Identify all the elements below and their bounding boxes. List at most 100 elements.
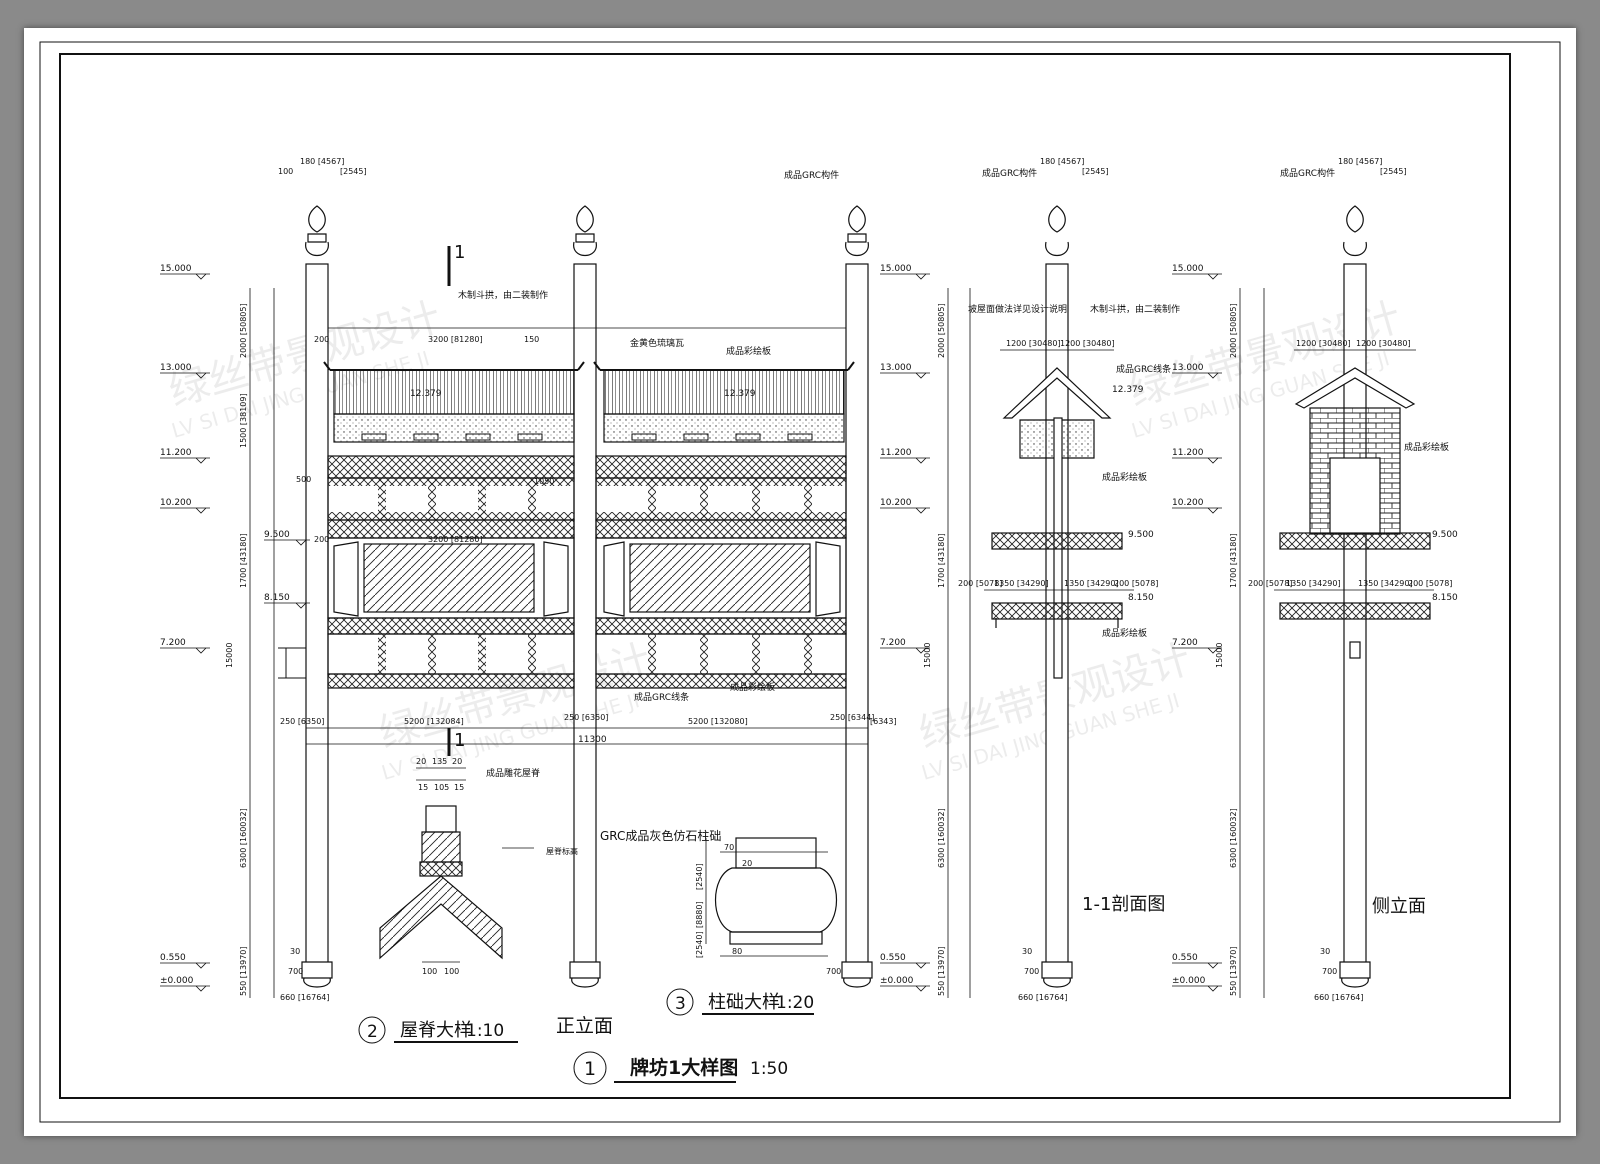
section-mark-top: 1 [454,242,465,263]
dim-total-height: 15000 [1215,643,1224,668]
dim-1700: 1700 [43180] [239,533,248,588]
roof-elevation: 12.379 [410,389,442,399]
dim-ridge: 135 [432,757,447,766]
inner-frame [59,53,1511,1099]
label-column-base: GRC成品灰色仿石柱础 [600,828,721,843]
label-grc-part: 成品GRC构件 [982,167,1037,179]
elevation-marks-front [160,273,310,992]
dim-base: 700 [1322,967,1337,976]
elev-0550: 0.550 [160,953,186,963]
label-painted-panel: 成品彩绘板 [1102,627,1147,639]
elev-9500: 9.500 [1128,530,1154,540]
dim-base-detail: 70 [724,843,734,852]
dim-base-detail: 80 [732,947,742,956]
dim-top: 180 [4567] [1338,157,1382,166]
label-grc-line: 成品GRC线条 [1116,363,1171,375]
elev-15000: 15.000 [1172,264,1204,274]
dim-base: 700 [826,967,841,976]
dim-2000: 2000 [50805] [239,303,248,358]
dim-beam: 1050 [534,477,554,486]
dim-section: 200 [5078] [958,579,1002,588]
dim-base-detail: [8880] [695,901,704,928]
dim-250: 250 [6350] [280,717,324,726]
dim-beam: 3200 [81280] [428,535,483,544]
dim-ridge: 100 [444,967,459,976]
elev-11200: 11.200 [160,448,192,458]
roof-elevation: 12.379 [1112,385,1144,395]
elev-7200: 7.200 [880,638,906,648]
dim-top: [2545] [1380,167,1407,176]
label-grc-line: 成品GRC线条 [634,691,689,703]
dim-beam: 500 [296,475,311,484]
label-painted-panel: 成品彩绘板 [1102,471,1147,483]
elev-8150: 8.150 [264,593,290,603]
elev-10200: 10.200 [880,498,912,508]
dim-6300: 6300 [160032] [937,808,946,868]
dim-550: 550 [13970] [937,946,946,996]
label-ridge-marker: 屋脊标高 [546,846,578,856]
dim-1700: 1700 [43180] [1229,533,1238,588]
dim-section: 200 [5078] [1114,579,1158,588]
dim-total-width: 11300 [578,735,607,745]
dim-section: 1350 [34290] [1064,579,1119,588]
dim-1500: 1500 [38109] [239,393,248,448]
dim-base: 700 [1024,967,1039,976]
dim-6300: 6300 [160032] [1229,808,1238,868]
elev-0000: ±0.000 [160,976,194,986]
dim-250-right: 250 [6344] [830,713,874,722]
dim-top: 180 [4567] [300,157,344,166]
dim-total-height: 15000 [225,643,234,668]
section-1-1 [947,205,1134,998]
dim-section: 1200 [30480] [1356,339,1411,348]
elev-11200: 11.200 [1172,448,1204,458]
elev-8150: 8.150 [1432,593,1458,603]
dim-total-height: 15000 [923,643,932,668]
ridge-detail-scale: 1:10 [466,1021,504,1041]
elev-7200: 7.200 [1172,638,1198,648]
label-roof-note: 坡屋面做法详见设计说明 [968,303,1067,315]
drawing-sheet: 绿丝带景观设计 LV SI DAI JING GUAN SHE JI 绿丝带景观… [24,28,1576,1136]
dim-section: 1350 [34290] [1286,579,1341,588]
dim-section: 1200 [30480] [1296,339,1351,348]
label-painted-panel: 成品彩绘板 [1404,441,1449,453]
dim-ridge: 20 [416,757,426,766]
dim-550: 550 [13970] [1229,946,1238,996]
title-graphics [358,988,814,1085]
label-glazed-tile: 金黄色琉璃瓦 [630,337,684,349]
dim-ridge: 20 [452,757,462,766]
view-title-section: 1-1剖面图 [1082,894,1165,915]
side-elevation [1239,205,1434,998]
view-title-side: 侧立面 [1372,896,1426,917]
dim-2000: 2000 [50805] [937,303,946,358]
dim-base: 660 [16764] [1314,993,1364,1002]
drawing-canvas: 绿丝带景观设计 LV SI DAI JING GUAN SHE JI 绿丝带景观… [39,41,1561,1123]
label-carved-ridge: 成品雕花屋脊 [486,767,540,779]
sheet-title-number: 1 [584,1058,596,1080]
dim-ridge: 15 [454,783,464,792]
ridge-detail-number: 2 [367,1022,378,1042]
base-detail-title: 柱础大样 [708,992,780,1013]
elev-15000: 15.000 [160,264,192,274]
base-detail [705,837,838,957]
dim-5200-left: 5200 [132084] [404,717,464,726]
base-detail-scale: 1:20 [776,993,814,1013]
roof-elevation: 12.379 [724,389,756,399]
dim-6343: [6343] [870,717,897,726]
dim-ridge: 105 [434,783,449,792]
elev-13000: 13.000 [1172,363,1204,373]
drawing-text-layer: 正立面 1-1剖面图 侧立面 2 屋脊大样 1:10 3 柱础大样 1:20 1… [160,157,1458,1080]
dim-beam: 3200 [81280] [428,335,483,344]
label-wood-bracket: 木制斗拱，由二装制作 [458,289,548,301]
elev-9500: 9.500 [264,530,290,540]
dim-base-detail: [2540] [695,931,704,958]
elev-0000: ±0.000 [880,976,914,986]
elev-7200: 7.200 [160,638,186,648]
ridge-detail [379,767,534,963]
dim-section: 200 [5078] [1408,579,1452,588]
dim-section: 1350 [34290] [994,579,1049,588]
dim-section: 200 [5078] [1248,579,1292,588]
front-elevation [249,205,873,998]
ridge-detail-title: 屋脊大样 [400,1020,472,1041]
label-painted-panel: 成品彩绘板 [730,681,775,693]
elev-0550: 0.550 [1172,953,1198,963]
